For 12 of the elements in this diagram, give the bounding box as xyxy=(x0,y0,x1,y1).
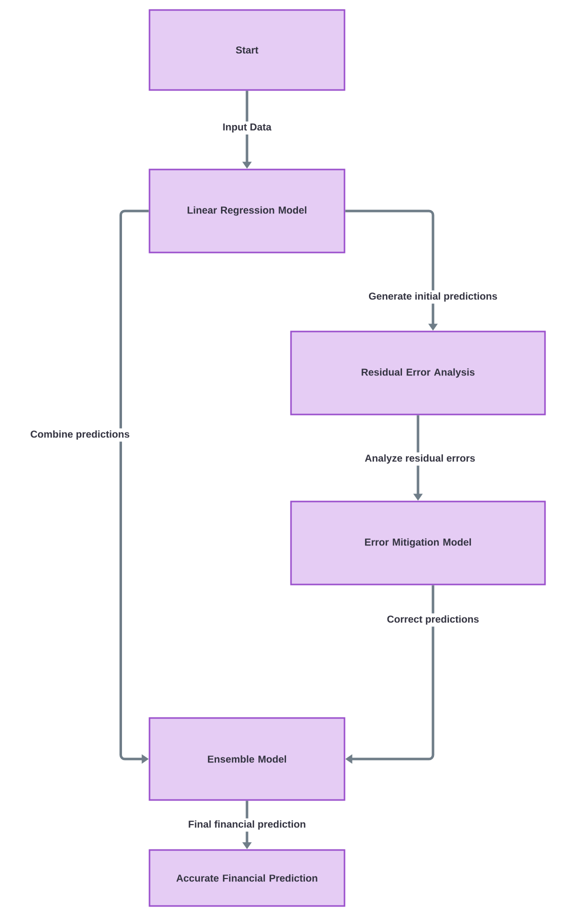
edge-label: Combine predictions xyxy=(28,428,132,442)
edge-label: Input Data xyxy=(220,122,274,134)
process-box: Accurate Financial Prediction xyxy=(148,849,346,907)
edge-label: Analyze residual errors xyxy=(362,452,478,466)
process-box: Ensemble Model xyxy=(148,717,346,801)
process-box: Residual Error Analysis xyxy=(290,330,546,416)
process-box: Error Mitigation Model xyxy=(290,500,546,586)
edge-label: Generate initial predictions xyxy=(366,290,500,304)
process-box: Start xyxy=(148,9,346,91)
edge-label: Correct predictions xyxy=(384,613,482,627)
edge-label: Final financial prediction xyxy=(186,818,308,832)
process-box: Linear Regression Model xyxy=(148,168,346,254)
